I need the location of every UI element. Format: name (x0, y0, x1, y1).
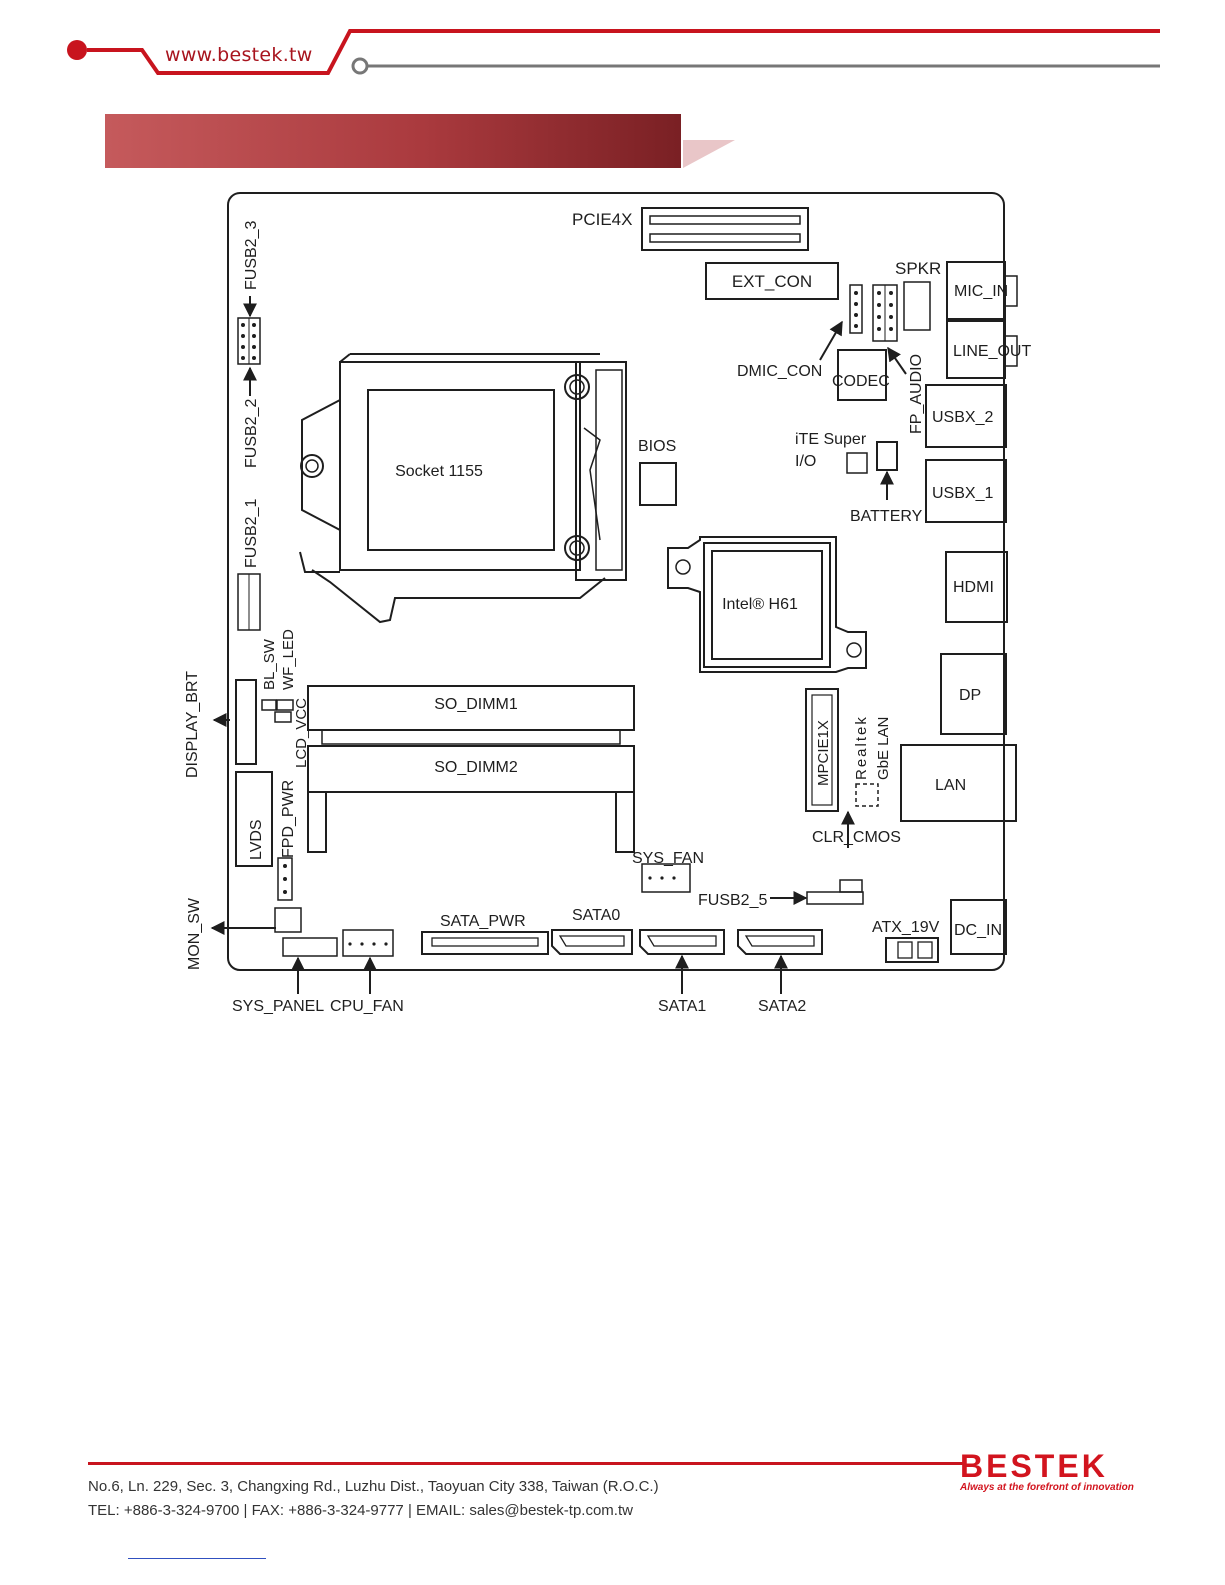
bios-chip (639, 462, 677, 506)
wf-led-header (276, 699, 294, 711)
mon-sw-connector (274, 907, 302, 933)
spkr-connector (903, 281, 931, 331)
usbx-2-port (925, 384, 1007, 448)
bl-sw-header (261, 699, 277, 711)
label-fusb2-2: FUSB2_2 (243, 399, 260, 468)
label-mpcie1x: MPCIE1X (815, 720, 832, 786)
section-title-bar (105, 114, 681, 168)
label-gbe-lan: GbE LAN (875, 717, 892, 780)
label-mon-sw: MON_SW (186, 897, 203, 970)
ite-super-io-chip (846, 452, 868, 474)
bestek-logo: BESTEK Always at the forefront of innova… (960, 1450, 1140, 1493)
label-wf-led: WF_LED (280, 629, 297, 690)
label-ite-super: iTE Super (795, 431, 867, 448)
label-chipset: Intel® H61 (722, 596, 798, 613)
label-io: I/O (795, 453, 816, 470)
footer-contact: TEL: +886-3-324-9700 | FAX: +886-3-324-9… (88, 1502, 633, 1519)
logo-wordmark: BESTEK (960, 1448, 1108, 1484)
sys-fan-connector (641, 863, 691, 893)
sys-panel-header (282, 937, 338, 957)
hdmi-port (945, 551, 1008, 623)
label-lvds: LVDS (248, 819, 265, 860)
label-realtek: Realtek (853, 715, 870, 780)
logo-tagline: Always at the forefront of innovation (960, 1482, 1134, 1493)
label-fusb2-1: FUSB2_1 (243, 499, 260, 568)
label-so-dimm1: SO_DIMM1 (434, 696, 518, 713)
motherboard-layout-diagram: PCIE4X EXT_CON SPKR MIC_IN LINE_OUT DMIC… (184, 192, 1031, 1015)
so-dimm2-slot (307, 745, 635, 853)
label-atx-19v: ATX_19V (872, 919, 940, 936)
label-lan: LAN (935, 777, 966, 794)
lcd-vcc-header (274, 711, 292, 723)
label-codec: CODEC (832, 373, 890, 390)
label-fp-audio: FP_AUDIO (908, 354, 925, 434)
lan-port (900, 744, 1017, 822)
label-mic-in: MIC_IN (954, 283, 1008, 300)
label-clr-cmos: CLR_CMOS (812, 829, 901, 846)
pcie4x-slot (641, 207, 809, 251)
lvds-connector (235, 771, 273, 867)
label-dmic-con: DMIC_CON (737, 363, 822, 380)
label-dc-in: DC_IN (954, 922, 1002, 939)
sata2-connector (737, 929, 823, 955)
label-so-dimm2: SO_DIMM2 (434, 759, 518, 776)
sata1-connector (639, 929, 725, 955)
dmic-con-header (849, 284, 863, 334)
label-usbx-1: USBX_1 (932, 485, 993, 502)
ext-con-connector (705, 262, 839, 300)
label-bl-sw: BL_SW (261, 638, 278, 690)
sata0-connector (551, 929, 633, 955)
footer-link-underline (128, 1558, 266, 1559)
label-sys-panel: SYS_PANEL (232, 998, 324, 1015)
label-lcd-vcc: LCD_VCC (293, 698, 310, 768)
label-hdmi: HDMI (953, 579, 994, 596)
codec-chip (837, 349, 887, 401)
label-fusb2-3: FUSB2_3 (243, 221, 260, 290)
atx-19v-connector (885, 937, 939, 963)
label-ext-con: EXT_CON (732, 272, 812, 291)
fusb2-5-header (806, 891, 864, 905)
cpu-socket (299, 353, 627, 624)
label-sata2: SATA2 (758, 998, 806, 1015)
label-pcie4x: PCIE4X (572, 210, 632, 229)
header-decoration (67, 29, 1160, 75)
title-bar-tail (683, 140, 735, 168)
header-url[interactable]: www.bestek.tw (165, 44, 313, 66)
fpd-pwr-header (277, 857, 293, 901)
so-dimm1-slot (307, 685, 635, 745)
label-bios: BIOS (638, 438, 676, 455)
footer-divider (88, 1462, 963, 1465)
dc-in-port (950, 899, 1007, 955)
label-display-brt: DISPLAY_BRT (184, 671, 201, 778)
display-brt-connector (235, 679, 257, 765)
board-outline (227, 192, 1005, 971)
label-sys-fan: SYS_FAN (632, 850, 704, 867)
label-fpd-pwr: FPD_PWR (280, 780, 297, 858)
battery-connector (876, 441, 898, 471)
label-dp: DP (959, 687, 981, 704)
dp-port (940, 653, 1007, 735)
label-socket: Socket 1155 (395, 463, 483, 480)
label-fusb2-5: FUSB2_5 (698, 892, 767, 909)
label-sata1: SATA1 (658, 998, 706, 1015)
label-spkr: SPKR (895, 259, 941, 278)
label-sata-pwr: SATA_PWR (440, 913, 526, 930)
mpcie1x-slot (805, 688, 839, 812)
clr-cmos-jumper (855, 783, 879, 807)
label-cpu-fan: CPU_FAN (330, 998, 404, 1015)
cpu-fan-connector (342, 929, 394, 957)
label-battery: BATTERY (850, 508, 923, 525)
label-sata0: SATA0 (572, 907, 620, 924)
label-line-out: LINE_OUT (953, 343, 1031, 360)
sata-pwr-connector (421, 931, 549, 955)
chipset-h61 (667, 536, 867, 673)
label-usbx-2: USBX_2 (932, 409, 993, 426)
usbx-1-port (925, 459, 1007, 523)
footer-address: No.6, Ln. 229, Sec. 3, Changxing Rd., Lu… (88, 1478, 659, 1495)
